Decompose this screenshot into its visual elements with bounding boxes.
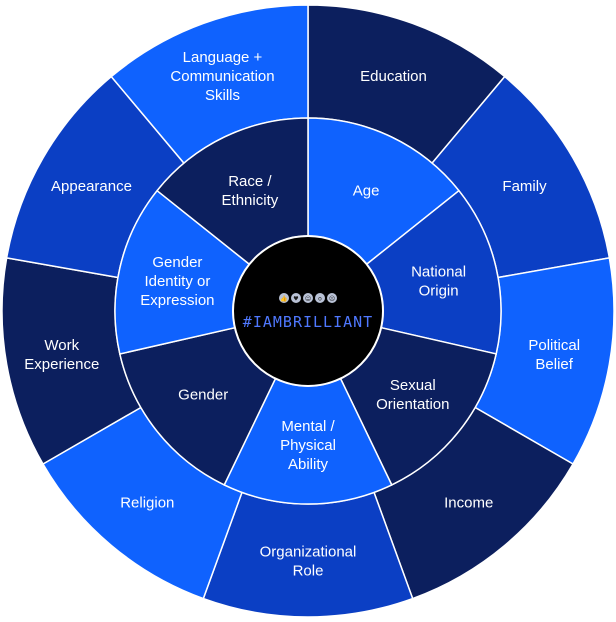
svg-text:👍: 👍	[280, 295, 287, 303]
center-hub: 👍 ♥ ☺ o ☹ #IAMBRILLIANT	[232, 235, 384, 387]
inner-segment-gender: Gender	[118, 326, 277, 486]
svg-text:o: o	[318, 296, 322, 303]
income-label: Income	[444, 495, 493, 512]
religion-label: Religion	[120, 495, 174, 512]
thumbs-up-icon: 👍	[279, 293, 289, 303]
education-label: Education	[360, 68, 427, 85]
race-ethnicity-label: Race /Ethnicity	[222, 173, 279, 209]
svg-text:☺: ☺	[305, 296, 311, 303]
svg-text:☹: ☹	[329, 296, 335, 303]
svg-text:♥: ♥	[293, 296, 298, 303]
hub-circle	[232, 235, 384, 387]
age-label: Age	[353, 182, 380, 199]
heart-icon: ♥	[291, 293, 301, 303]
family-label: Family	[502, 178, 547, 195]
smile-icon: ☺	[303, 293, 313, 303]
reaction-icons: 👍 ♥ ☺ o ☹	[279, 293, 337, 303]
gender-label: Gender	[178, 387, 228, 404]
angry-icon: ☹	[327, 293, 337, 303]
wow-icon: o	[315, 293, 325, 303]
appearance-label: Appearance	[51, 178, 132, 195]
hashtag-label: #IAMBRILLIANT	[243, 313, 373, 331]
inner-segment-race-ethnicity: Race /Ethnicity	[156, 117, 309, 266]
